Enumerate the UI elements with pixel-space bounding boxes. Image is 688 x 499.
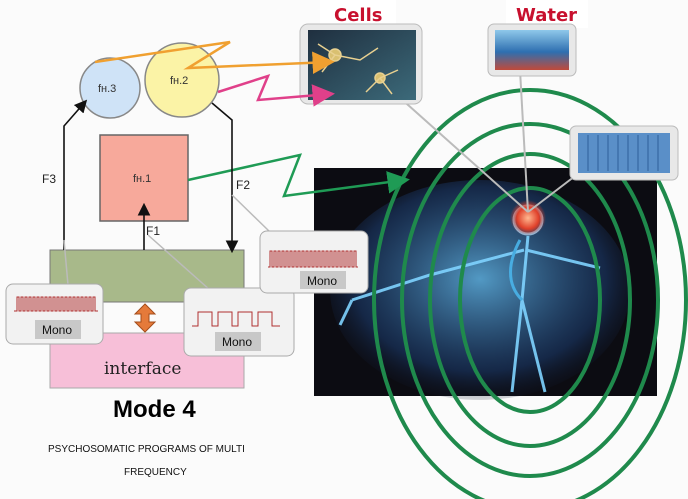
mode-title: Mode 4 — [113, 396, 196, 423]
callout-line-water — [519, 69, 529, 213]
wave-rings — [372, 88, 688, 499]
magenta-signal — [217, 73, 335, 107]
caption-line-2: FREQUENCY — [124, 467, 187, 478]
cells-image — [308, 30, 416, 100]
edge-label-f2: F2 — [236, 178, 250, 192]
waveform-box-right: Mono — [259, 230, 369, 294]
interface-label: interface — [104, 359, 181, 379]
edge-label-f3: F3 — [42, 172, 56, 186]
node-fh3 — [79, 57, 141, 119]
water-label-bg — [506, 0, 588, 28]
node-fh2-label: fн.2 — [170, 75, 188, 87]
callout-line-mono-right — [231, 194, 271, 233]
mono-label-mid: Mono — [222, 335, 252, 349]
callout-line-mono-mid — [147, 234, 211, 291]
callout-line-mono-left — [63, 239, 69, 286]
brain-highlight — [510, 200, 546, 236]
orange-signal — [94, 40, 335, 74]
callout-line-cells — [397, 95, 529, 213]
mono-label-right: Mono — [307, 274, 337, 288]
green-signal — [187, 153, 410, 198]
cells-label: Cells — [334, 5, 382, 26]
node-fh1-label: fн.1 — [133, 173, 151, 185]
waveform-box-middle: Mono — [183, 287, 295, 357]
water-label: Water — [516, 5, 577, 26]
monitor-bars — [587, 135, 659, 171]
edge-label-f1: F1 — [146, 224, 160, 238]
mono-label-left: Mono — [42, 323, 72, 337]
waveform-box-left: Mono — [5, 283, 104, 345]
water-image — [495, 30, 569, 70]
node-fh3-label: fн.3 — [98, 83, 116, 95]
arrow-f3 — [63, 99, 88, 250]
caption-line-1: PSYCHOSOMATIC PROGRAMS OF MULTI — [48, 444, 245, 455]
cells-label-bg — [320, 0, 396, 28]
arrow-f2 — [211, 102, 239, 254]
bidirectional-arrow-icon — [133, 303, 157, 333]
monitor-screen — [578, 133, 670, 173]
